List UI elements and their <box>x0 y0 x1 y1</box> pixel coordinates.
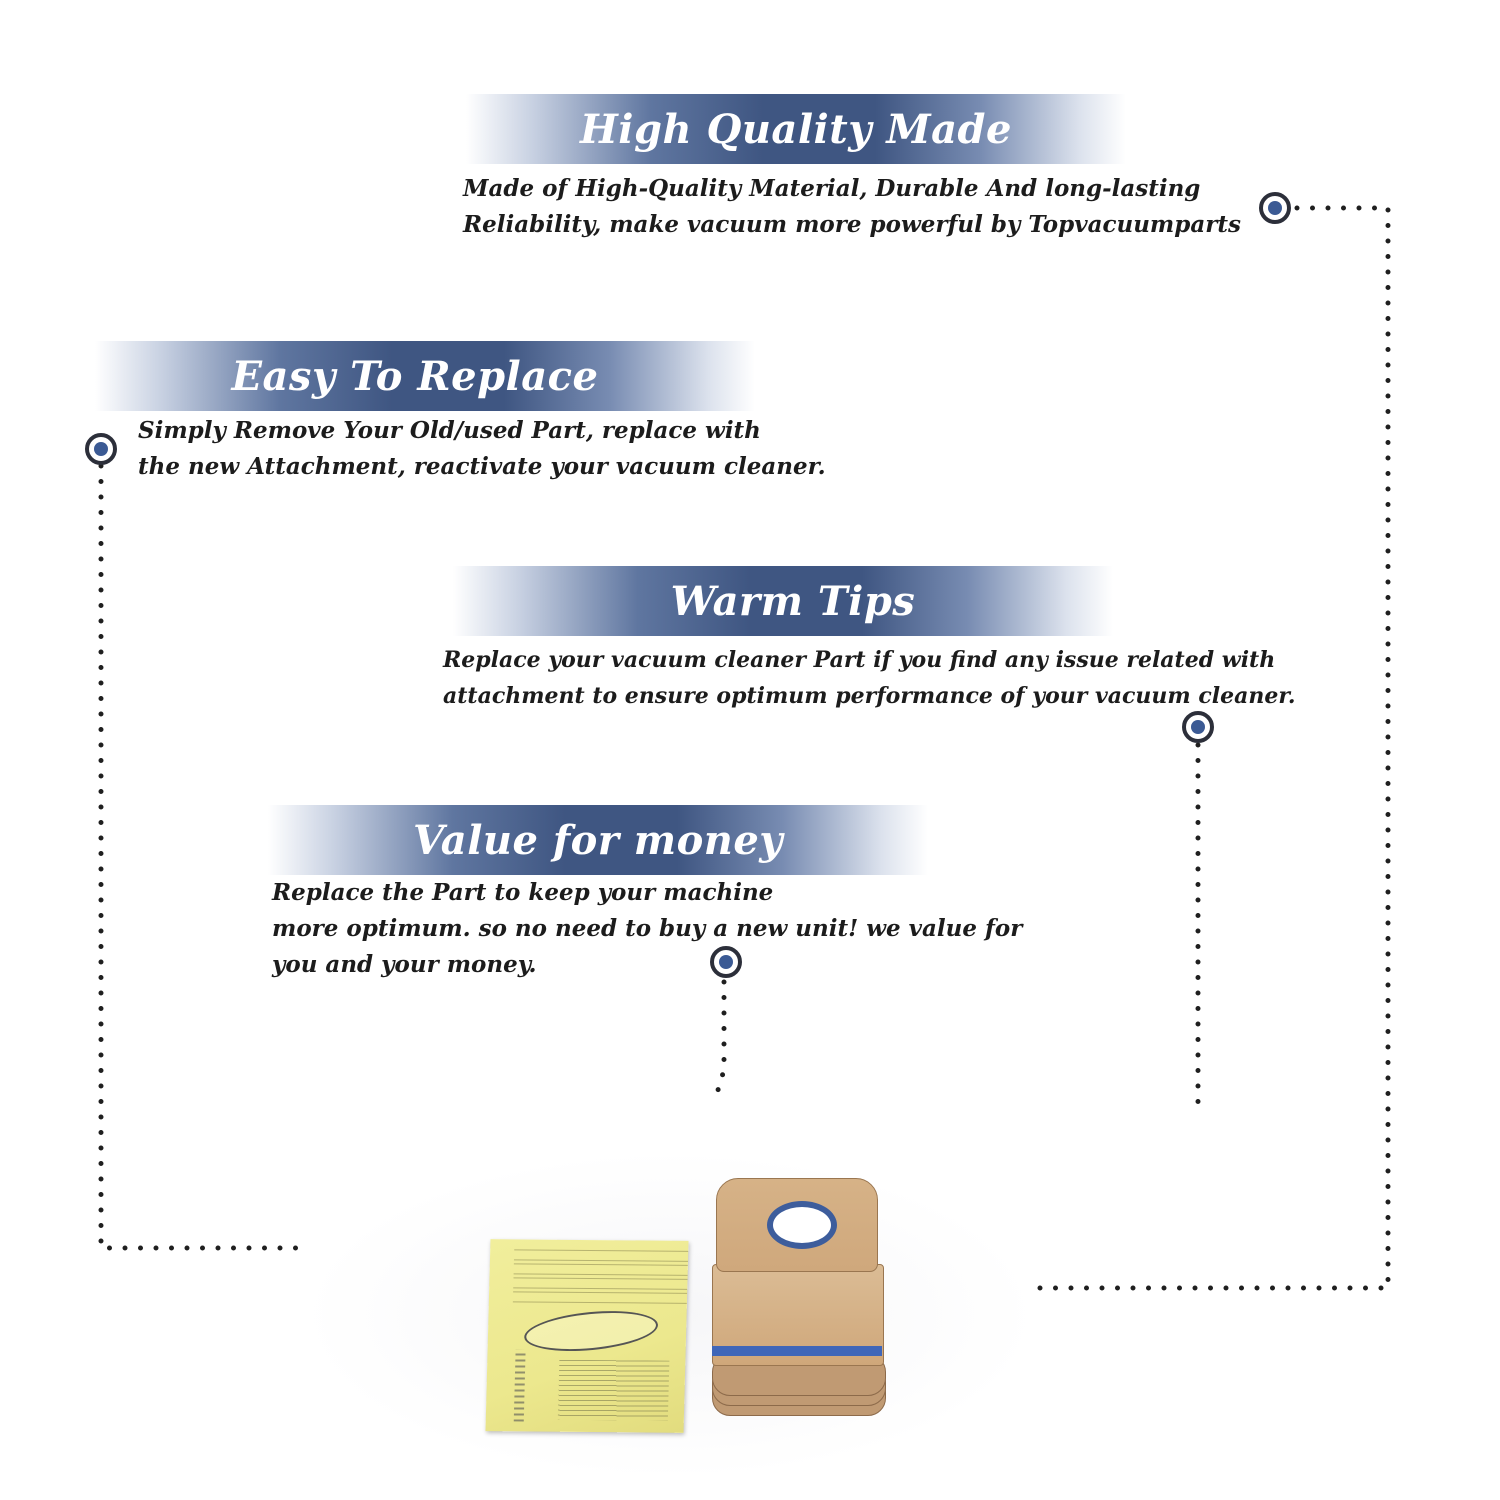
bag-opening <box>767 1201 837 1249</box>
packet-side-print <box>513 1349 526 1422</box>
connector-high-quality <box>1033 205 1391 1291</box>
packet-stripe <box>513 1263 688 1276</box>
feature-title-warm-tips: Warm Tips <box>670 577 916 625</box>
feature-title-easy-replace: Easy To Replace <box>231 352 599 400</box>
packet-logo <box>522 1305 660 1357</box>
banner-high-quality: High Quality Made <box>466 94 1126 164</box>
packet-fine-print <box>557 1359 670 1421</box>
banner-warm-tips: Warm Tips <box>453 566 1113 636</box>
desc-line: Simply Remove Your Old/used Part, replac… <box>138 417 761 444</box>
packet-stripe <box>513 1249 689 1262</box>
bag-tape <box>712 1346 882 1356</box>
desc-line: Reliability, make vacuum more powerful b… <box>463 211 1241 238</box>
desc-line: Made of High-Quality Material, Durable A… <box>463 175 1201 202</box>
desc-line: the new Attachment, reactivate your vacu… <box>138 453 826 480</box>
banner-value: Value for money <box>268 805 928 875</box>
desc-line: you and your money. <box>272 951 537 978</box>
bag-collar <box>716 1178 878 1272</box>
node-easy-replace <box>85 433 117 465</box>
feature-desc-easy-replace: Simply Remove Your Old/used Part, replac… <box>138 413 826 485</box>
banner-easy-replace: Easy To Replace <box>95 341 755 411</box>
connector-value <box>715 979 727 1093</box>
filter-packet-image <box>485 1239 689 1433</box>
connector-easy-replace <box>98 463 299 1251</box>
feature-desc-high-quality: Made of High-Quality Material, Durable A… <box>463 171 1241 243</box>
desc-line: Replace your vacuum cleaner Part if you … <box>443 647 1276 673</box>
packet-stripe <box>513 1277 688 1290</box>
node-value <box>710 946 742 978</box>
feature-title-high-quality: High Quality Made <box>580 105 1012 153</box>
desc-line: Replace the Part to keep your machine <box>272 879 774 906</box>
vacuum-bags-image <box>708 1178 888 1416</box>
node-warm-tips <box>1182 711 1214 743</box>
desc-line: attachment to ensure optimum performance… <box>443 683 1296 709</box>
feature-desc-warm-tips: Replace your vacuum cleaner Part if you … <box>443 642 1296 714</box>
feature-desc-value: Replace the Part to keep your machine mo… <box>272 875 1022 983</box>
feature-title-value: Value for money <box>412 816 784 864</box>
node-high-quality <box>1259 192 1291 224</box>
desc-line: more optimum. so no need to buy a new un… <box>272 915 1023 942</box>
packet-stripe <box>512 1291 688 1304</box>
